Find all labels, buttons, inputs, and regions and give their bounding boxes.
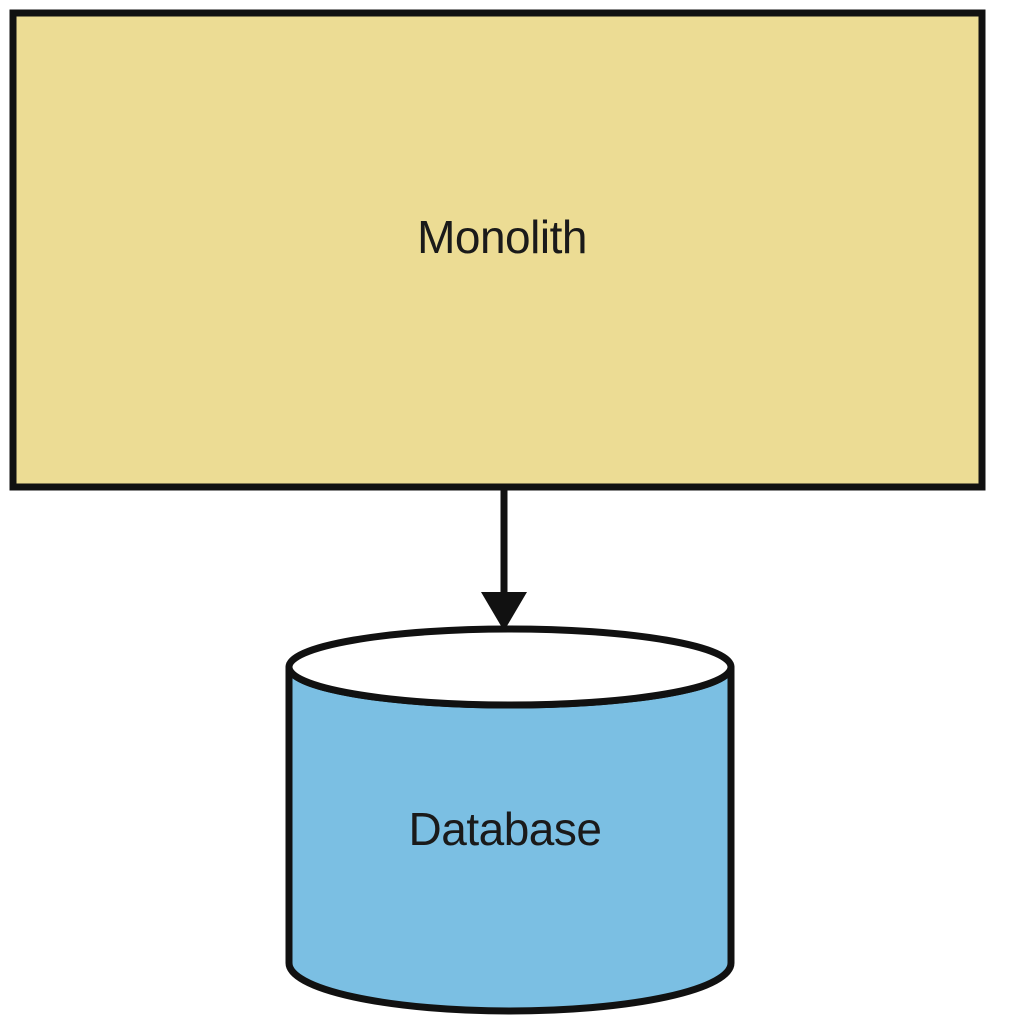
arrow-head-icon [481,592,527,631]
database-label: Database [409,803,602,855]
database-node: Database [285,625,735,1015]
monolith-node: Monolith [9,9,986,491]
monolith-box [9,9,986,491]
monolith-to-database-arrow [481,490,527,631]
database-cylinder-top [285,625,735,709]
monolith-label: Monolith [417,211,587,263]
